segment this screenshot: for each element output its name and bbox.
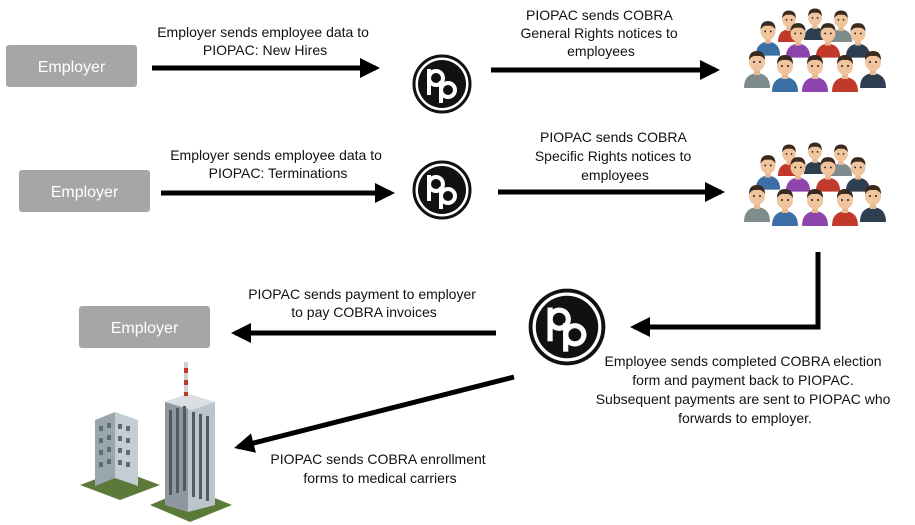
piopac-logo xyxy=(412,54,472,114)
office-buildings-icon xyxy=(80,362,232,522)
step-label-specific-rights: PIOPAC sends COBRA Specific Rights notic… xyxy=(535,129,695,183)
arrow-employees-to-piopac xyxy=(630,252,821,337)
step-label-employee-return: Employee sends completed COBRA election … xyxy=(596,353,895,426)
step-label-payment-to-employer: PIOPAC sends payment to employer to pay … xyxy=(248,286,480,320)
employer-label: Employer xyxy=(51,184,119,201)
step-label-enrollment-forms: PIOPAC sends COBRA enrollment forms to m… xyxy=(270,451,489,486)
employer-label: Employer xyxy=(111,320,179,337)
employer-label: Employer xyxy=(38,59,106,76)
step-label-new-hires-data: Employer sends employee data to PIOPAC: … xyxy=(157,24,373,58)
row-new-hires: Employer Employer sends employee data to… xyxy=(6,7,886,114)
row-terminations: Employer Employer sends employee data to… xyxy=(19,129,886,226)
employees-group-icon xyxy=(744,142,886,226)
piopac-logo xyxy=(412,160,472,220)
employees-group-icon xyxy=(744,8,886,92)
arrow-piopac-to-carriers xyxy=(234,374,515,453)
employer-box: Employer xyxy=(19,170,150,212)
row-election: Employee sends completed COBRA election … xyxy=(79,252,895,522)
step-label-general-rights: PIOPAC sends COBRA General Rights notice… xyxy=(520,7,681,59)
piopac-logo xyxy=(528,288,606,366)
step-label-terminations-data: Employer sends employee data to PIOPAC: … xyxy=(170,147,386,181)
employer-box: Employer xyxy=(79,306,210,348)
employer-box: Employer xyxy=(6,45,137,87)
